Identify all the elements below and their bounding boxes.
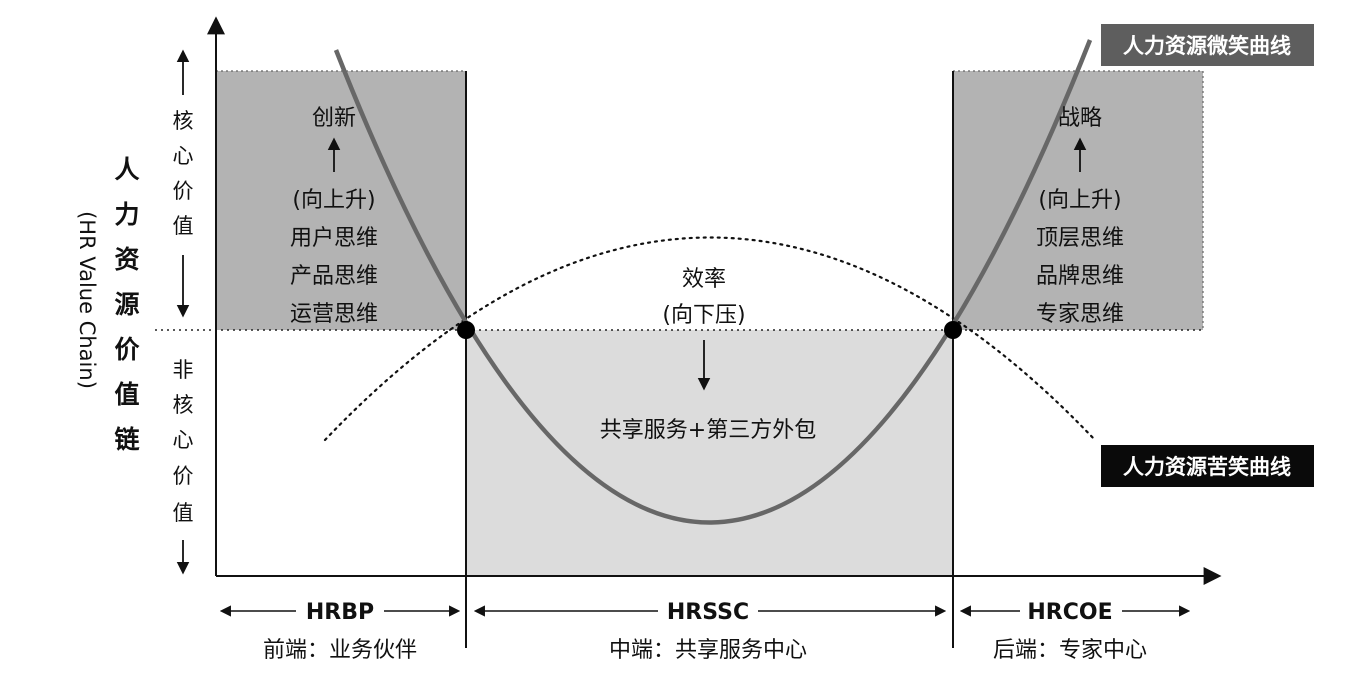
right-zone-line: 专家思维: [1036, 302, 1124, 327]
segment-hrbp: HRBP 前端：业务伙伴: [219, 600, 461, 663]
core-value-label: 核 心 价 值: [173, 109, 194, 238]
noncore-char: 核: [173, 393, 194, 417]
y-title-char: 力: [114, 200, 139, 229]
noncore-char: 值: [173, 501, 194, 525]
right-zone-line: 品牌思维: [1036, 264, 1124, 289]
left-zone-line: 产品思维: [290, 264, 378, 289]
shared-service-zone: [466, 330, 953, 576]
core-char: 值: [173, 214, 194, 238]
strategy-label: 战略: [1058, 106, 1102, 131]
bitter-curve-label-box: [1101, 445, 1314, 487]
hrcoe-label: HRCOE: [1027, 600, 1112, 625]
right-core-zone: [953, 71, 1203, 330]
y-title-char: 值: [114, 380, 139, 409]
core-char: 价: [173, 179, 194, 203]
right-zone-text: 战略 (向上升) 顶层思维 品牌思维 专家思维: [1036, 106, 1124, 327]
y-axis-subtitle: (HR Value Chain): [75, 211, 99, 389]
push-down-label: (向下压): [662, 303, 745, 328]
smile-curve-label-box: [1101, 24, 1314, 66]
middle-zone-text: 效率 (向下压) 共享服务+第三方外包: [600, 267, 816, 443]
left-zone-line: 运营思维: [290, 302, 378, 327]
bitter-curve-label: 人力资源苦笑曲线: [1123, 455, 1291, 479]
bitter-curve: [323, 236, 1097, 442]
hrssc-label: HRSSC: [667, 600, 749, 625]
shared-service-label: 共享服务+第三方外包: [600, 418, 816, 443]
smile-curve: [333, 39, 1093, 525]
rise-label-right: (向上升): [1038, 188, 1121, 213]
intersection-point-right: [944, 321, 962, 339]
noncore-char: 心: [173, 428, 194, 452]
left-zone-text: 创新 (向上升) 用户思维 产品思维 运营思维: [290, 106, 378, 327]
core-char: 核: [173, 109, 194, 133]
y-axis-title: 人 力 资 源 价 值 链: [114, 155, 140, 454]
y-title-char: 源: [114, 290, 139, 319]
noncore-char: 非: [173, 358, 194, 382]
smile-curve-label: 人力资源微笑曲线: [1123, 34, 1291, 58]
segment-hrssc: HRSSC 中端：共享服务中心: [473, 600, 947, 663]
hrssc-desc: 中端：共享服务中心: [609, 638, 807, 663]
y-title-char: 人: [114, 155, 139, 184]
intersection-point-left: [457, 321, 475, 339]
hrbp-desc: 前端：业务伙伴: [263, 638, 417, 663]
innovation-label: 创新: [312, 106, 356, 131]
noncore-char: 价: [173, 464, 194, 488]
segment-hrcoe: HRCOE 后端：专家中心: [959, 600, 1191, 663]
left-zone-line: 用户思维: [290, 226, 378, 251]
right-zone-line: 顶层思维: [1036, 226, 1124, 251]
y-title-char: 链: [114, 425, 139, 454]
hrbp-label: HRBP: [306, 600, 374, 625]
rise-label-left: (向上升): [292, 188, 375, 213]
hrcoe-desc: 后端：专家中心: [993, 638, 1147, 663]
y-title-char: 价: [114, 335, 140, 364]
left-core-zone: [216, 71, 466, 330]
y-title-char: 资: [114, 245, 139, 274]
noncore-value-label: 非 核 心 价 值: [173, 358, 194, 525]
core-char: 心: [173, 144, 194, 168]
efficiency-label: 效率: [682, 267, 726, 292]
